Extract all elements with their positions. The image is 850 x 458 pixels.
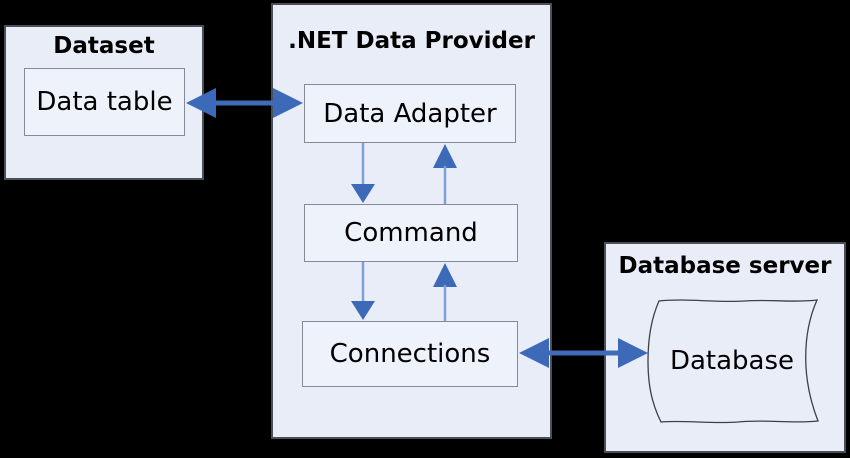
panel-title-net-data-provider: .NET Data Provider [288,28,535,54]
panel-dataset: Dataset Data table [4,25,204,180]
node-connections: Connections [302,321,518,387]
node-data-adapter: Data Adapter [304,84,516,143]
panel-title-database-server: Database server [618,253,832,279]
node-command: Command [304,204,518,262]
database-shape-outline [647,299,819,424]
panel-title-dataset: Dataset [53,33,155,59]
panel-net-data-provider: .NET Data Provider Data Adapter Command … [271,3,552,439]
node-data-table: Data table [24,68,185,136]
node-database: Database [669,346,795,376]
database-stored-data-shape: Database [642,297,822,425]
panel-database-server: Database server Database [604,242,846,453]
